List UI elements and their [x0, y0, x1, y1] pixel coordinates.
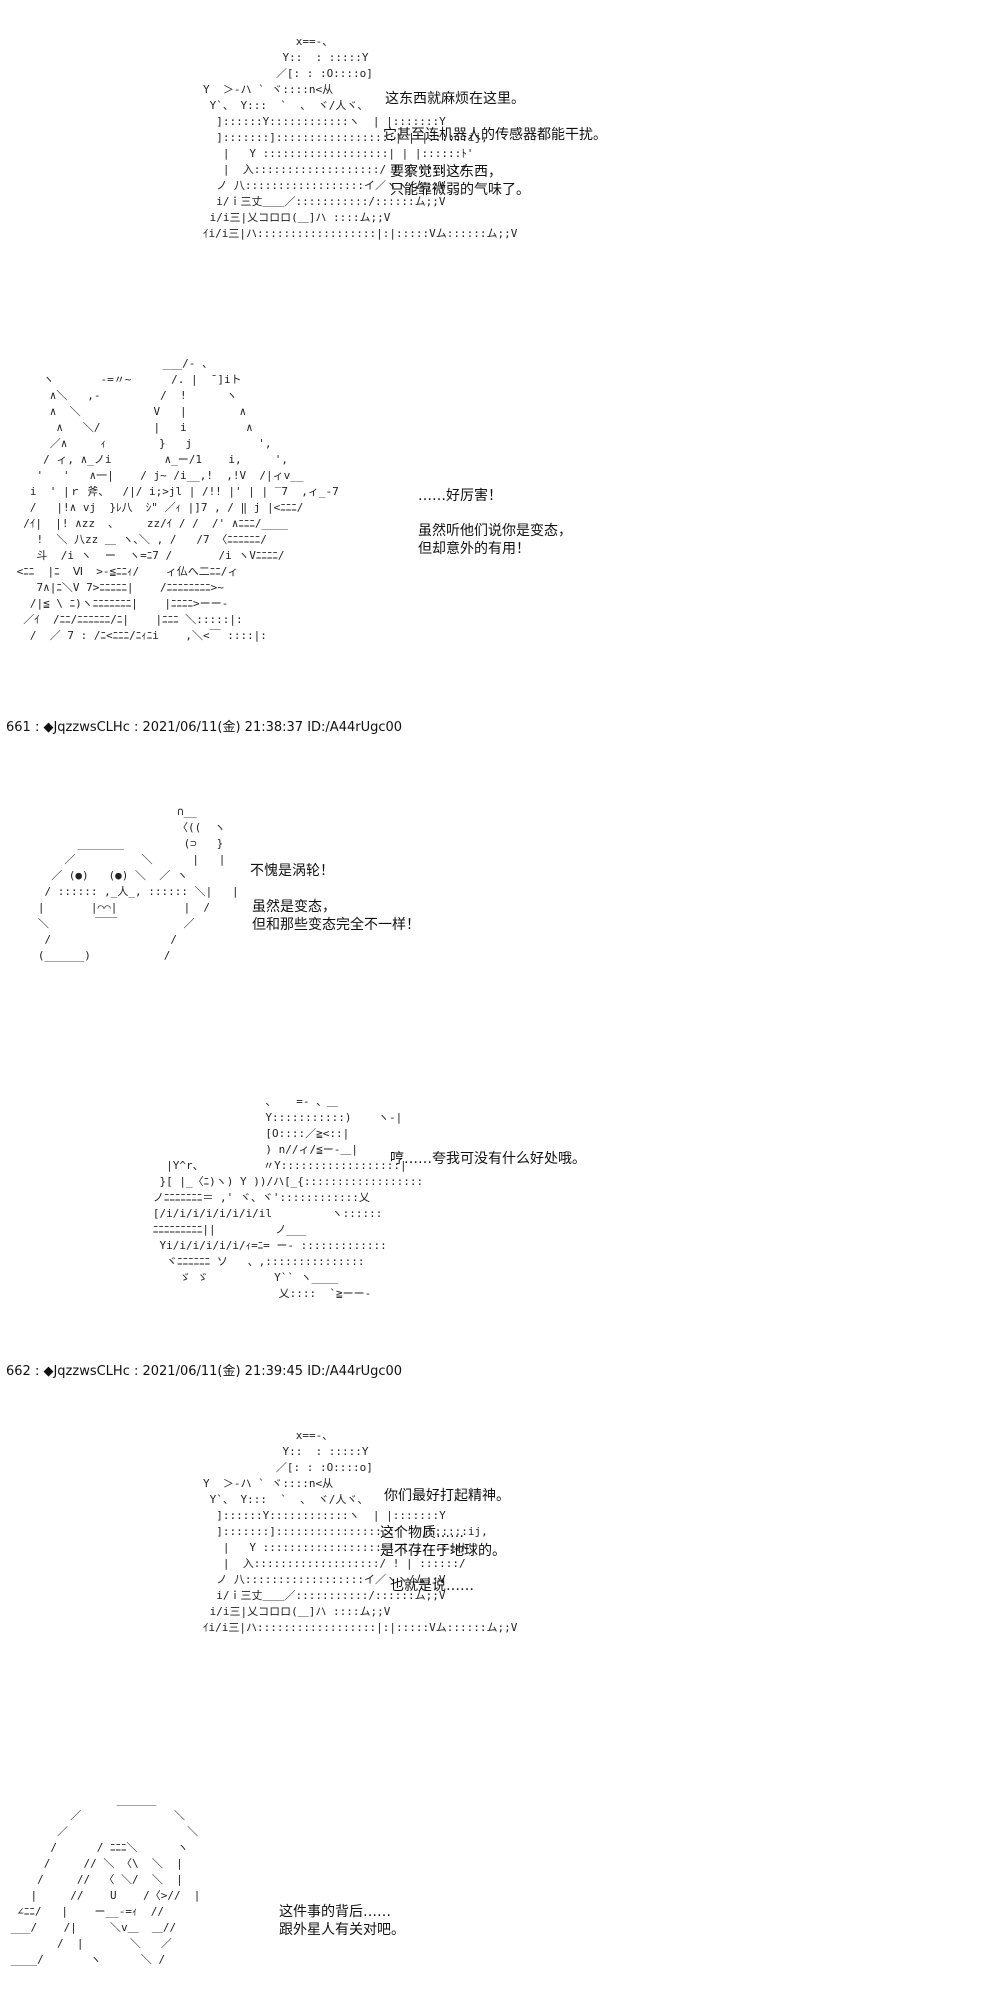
post-header: 661 : ◆JqzzwsCLHc : 2021/06/11(金) 21:38:… — [6, 720, 403, 735]
dialogue-line: 要察觉到这东西， 只能靠微弱的气味了。 — [390, 164, 530, 198]
ascii-art-character: ___/- 、 ヽ -=〃~ /. | ̄ ]iト ∧＼ ,- / ! ヽ ∧ … — [16, 357, 339, 642]
dialogue-line: 也就是说…… — [390, 1578, 474, 1594]
dialogue-line: 这件事的背后…… 跟外星人有关对吧。 — [279, 1904, 405, 1938]
dialogue-line: 哼……夸我可没有什么好处哦。 — [390, 1151, 586, 1167]
ascii-art-character: ______ ／ ＼ ／ ＼ / / ﾆﾆﾆ＼ ヽ / // ＼ 〈\ ＼ | … — [10, 1793, 201, 1966]
dialogue-line: 你们最好打起精神。 — [384, 1488, 510, 1504]
dialogue-line: ……好厉害！ — [418, 488, 502, 504]
dialogue-line: 不愧是涡轮！ — [250, 863, 334, 879]
dialogue-line: 它甚至连机器人的传感器都能干扰。 — [383, 127, 607, 143]
post-header: 662 : ◆JqzzwsCLHc : 2021/06/11(金) 21:39:… — [6, 1364, 403, 1379]
dialogue-line: 这东西就麻烦在这里。 — [385, 91, 525, 107]
ascii-art-character: 、 =- 、＿ Y:::::::::::) ヽ‐| [O::::／≧<::| )… — [152, 1095, 424, 1300]
ascii-art-character: x==-、 Y:: : :::::Y ／[: : :O::::o] Y ＞-ハ … — [202, 1429, 518, 1634]
dialogue-line: 虽然是变态， 但和那些变态完全不一样！ — [252, 899, 420, 933]
dialogue-line: 虽然听他们说你是变态， 但却意外的有用！ — [418, 523, 572, 557]
ascii-art-character: ∩__ 〈(( ヽ _______ (⊃ } ／ ＼ | | ／ (●) (●)… — [37, 805, 239, 962]
ascii-art-character: x==-、 Y:: : :::::Y ／[: : :O::::o] Y ＞-ハ … — [202, 35, 518, 240]
dialogue-line: 这个物质…… 是不存在于地球的。 — [380, 1525, 506, 1559]
